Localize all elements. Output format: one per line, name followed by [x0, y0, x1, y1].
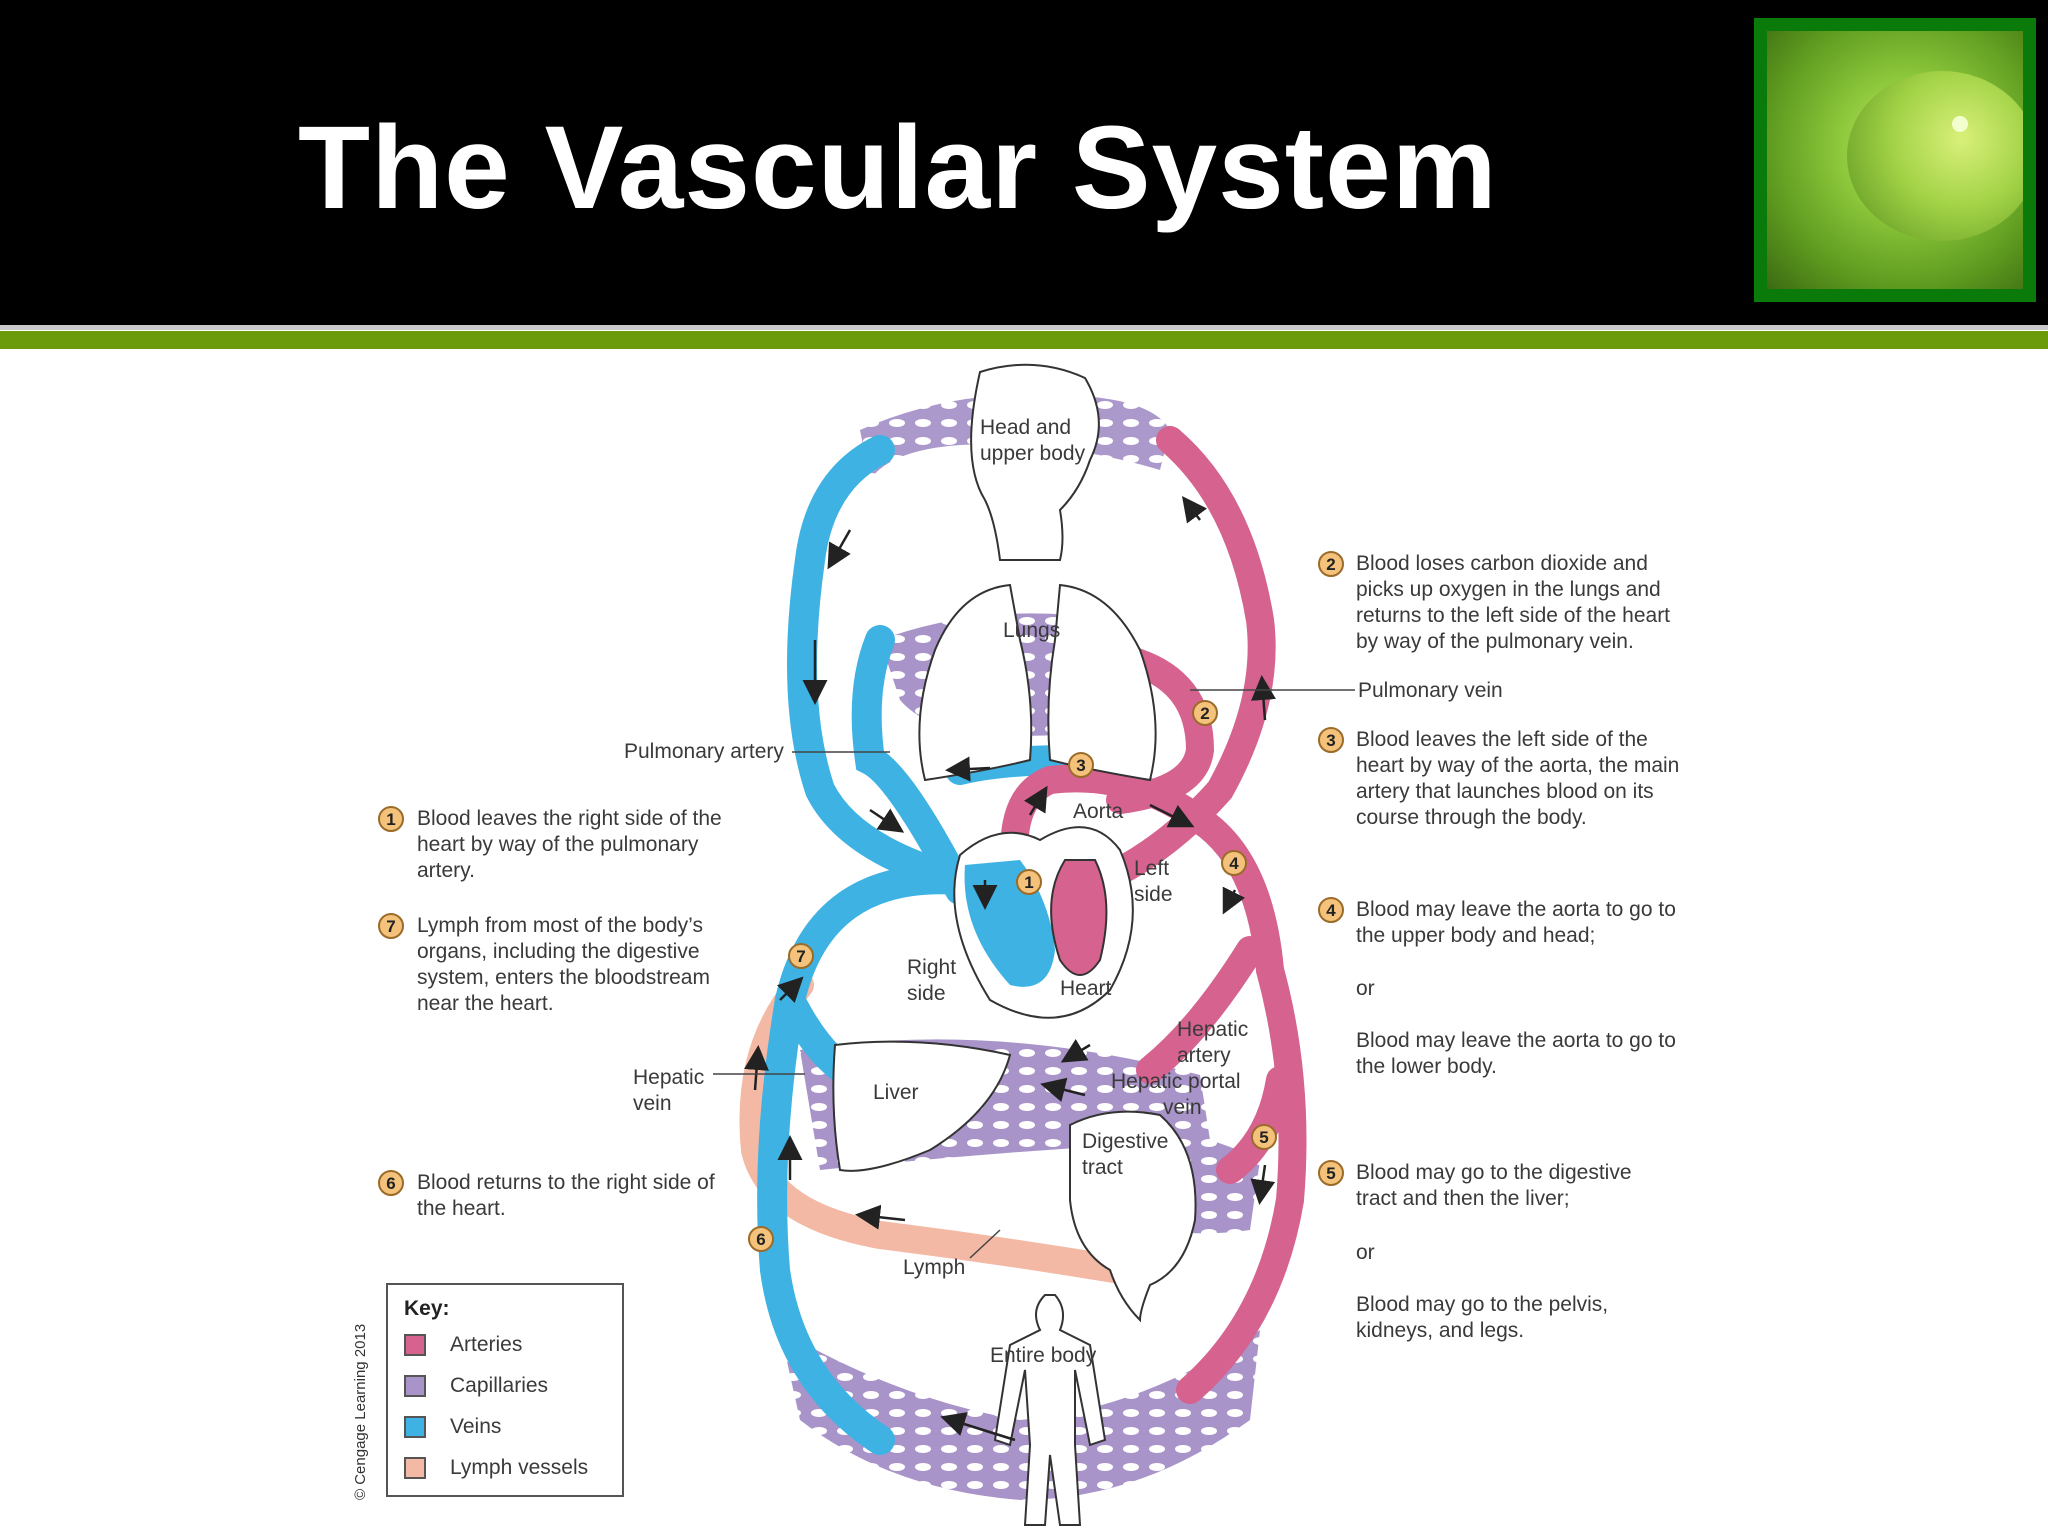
badge-7-annotation: 7: [378, 913, 404, 939]
entire-body-label: Entire body: [990, 1344, 1097, 1367]
heart-label: Heart: [1060, 977, 1112, 1000]
head-label: Head and: [980, 416, 1071, 439]
liver-label: Liver: [873, 1081, 919, 1104]
arrow-to-heart: [869, 808, 905, 833]
digestive-label-1: Digestive: [1082, 1130, 1168, 1153]
head-label-2: upper body: [980, 442, 1086, 465]
pulmonary-vein-label: Pulmonary vein: [1358, 679, 1503, 702]
annotation-4-or: or: [1356, 977, 1375, 1000]
leaf-thumbnail-image: [1754, 18, 2036, 302]
hepatic-vein-label-1: Hepatic: [633, 1066, 704, 1089]
badge-4-diagram: 4: [1221, 850, 1247, 876]
slide-title: The Vascular System: [298, 102, 1498, 234]
annotation-4b: Blood may leave the aorta to go to the l…: [1356, 1029, 1676, 1078]
descending-aorta: [1176, 956, 1307, 1404]
thumbnail-highlight: [1952, 116, 1968, 132]
lower-body-capillary-bed: [780, 1330, 1260, 1500]
badge-6-annotation: 6: [378, 1170, 404, 1196]
arrow-head-artery: [1182, 496, 1207, 524]
badge-2-diagram: 2: [1192, 700, 1218, 726]
lungs-label: Lungs: [1003, 619, 1060, 642]
badge-2-annotation: 2: [1318, 551, 1344, 577]
badge-5-annotation: 5: [1318, 1160, 1344, 1186]
key-item-arteries: Arteries: [404, 1333, 522, 1357]
annotation-3: Blood leaves the left side of the heart …: [1356, 728, 1680, 829]
entire-body-figure: [993, 1294, 1107, 1526]
badge-7-diagram: 7: [788, 943, 814, 969]
pulmonary-vein-vessel: [1106, 646, 1215, 814]
swatch-lymph: [404, 1457, 426, 1480]
flow-arrows: [744, 496, 1276, 1442]
liver-outline: [832, 1040, 1012, 1172]
badge-1-diagram: 1: [1016, 869, 1042, 895]
inferior-vein: [757, 864, 975, 1455]
arteries: [1000, 426, 1307, 1404]
key-item-lymph: Lymph vessels: [404, 1456, 588, 1480]
slide-header: [0, 0, 2048, 325]
arrow-pulm-artery: [945, 756, 991, 782]
arrow-lymph: [855, 1204, 906, 1230]
upper-aorta: [1026, 426, 1276, 914]
annotation-7: Lymph from most of the body’s organs, in…: [417, 914, 710, 1015]
key-item-capillaries: Capillaries: [404, 1374, 548, 1398]
arrow-desc-aorta: [1222, 886, 1246, 915]
annotation-1: Blood leaves the right side of the heart…: [417, 807, 722, 882]
badge-3-diagram: 3: [1068, 752, 1094, 778]
pulmonary-artery-label: Pulmonary artery: [624, 740, 784, 763]
left-ventricle: [1050, 859, 1108, 976]
header-divider-green: [0, 331, 2048, 349]
arrow-body: [940, 1412, 1016, 1442]
badge-1-annotation: 1: [378, 806, 404, 832]
left-side-label-2: side: [1134, 883, 1173, 906]
annotation-4a: Blood may leave the aorta to go to the u…: [1356, 898, 1676, 947]
badge-6-diagram: 6: [748, 1226, 774, 1252]
annotation-5-or: or: [1356, 1241, 1375, 1264]
badge-4-annotation: 4: [1318, 897, 1344, 923]
pulmonary-artery-vessel: [851, 625, 975, 905]
swatch-veins: [404, 1416, 426, 1439]
hepatic-portal-label-1: Hepatic portal: [1111, 1070, 1241, 1093]
lymph-label: Lymph: [903, 1256, 965, 1279]
color-key: Key: Arteries Capillaries Veins Lymph ve…: [386, 1283, 624, 1497]
hepatic-vein-label-2: vein: [633, 1092, 672, 1115]
digestive-label-2: tract: [1082, 1156, 1123, 1179]
annotation-2: Blood loses carbon dioxide and picks up …: [1356, 552, 1671, 653]
hepatic-portal-label-2: vein: [1163, 1096, 1202, 1119]
thumbnail-droplet: [1847, 71, 2023, 241]
lungs-outline: [918, 583, 1157, 782]
hepatic-artery-label-2: artery: [1177, 1044, 1231, 1067]
annotation-5b: Blood may go to the pelvis, kidneys, and…: [1356, 1293, 1609, 1342]
annotation-6: Blood returns to the right side of the h…: [417, 1171, 715, 1220]
digestive-artery-vessel: [1216, 1066, 1294, 1184]
copyright-text: © Cengage Learning 2013: [352, 1323, 369, 1500]
arrow-upper-aorta: [1251, 675, 1276, 721]
arrow-hepatic-artery: [1060, 1038, 1091, 1063]
arrow-aorta-right: [1149, 803, 1195, 828]
key-title: Key:: [404, 1297, 450, 1320]
left-side-label-1: Left: [1134, 857, 1169, 880]
arrow-lymph-up: [744, 1045, 769, 1091]
swatch-capillaries: [404, 1375, 426, 1398]
arrow-head-vein: [827, 529, 852, 570]
digestive-tract-outline: [1069, 1110, 1197, 1323]
aorta-label: Aorta: [1073, 800, 1124, 823]
arrow-portal: [1040, 1077, 1086, 1102]
annotation-5a: Blood may go to the digestive tract and …: [1356, 1161, 1632, 1210]
header-divider-gray: [0, 325, 2048, 330]
leader-lines: [713, 689, 1355, 1259]
arrow-leg-artery: [1250, 1164, 1276, 1205]
right-side-label-2: side: [907, 982, 946, 1005]
arrow-lymph-heart: [777, 976, 804, 1003]
badge-5-diagram: 5: [1251, 1124, 1277, 1150]
swatch-arteries: [404, 1334, 426, 1357]
head-outline: [970, 363, 1100, 561]
right-side-label-1: Right: [907, 956, 956, 979]
key-item-veins: Veins: [404, 1415, 501, 1439]
arrow-aorta-up: [1023, 785, 1048, 816]
badge-3-annotation: 3: [1318, 727, 1344, 753]
hepatic-artery-label-1: Hepatic: [1177, 1018, 1248, 1041]
hepatic-artery-vessel: [1136, 936, 1264, 1084]
